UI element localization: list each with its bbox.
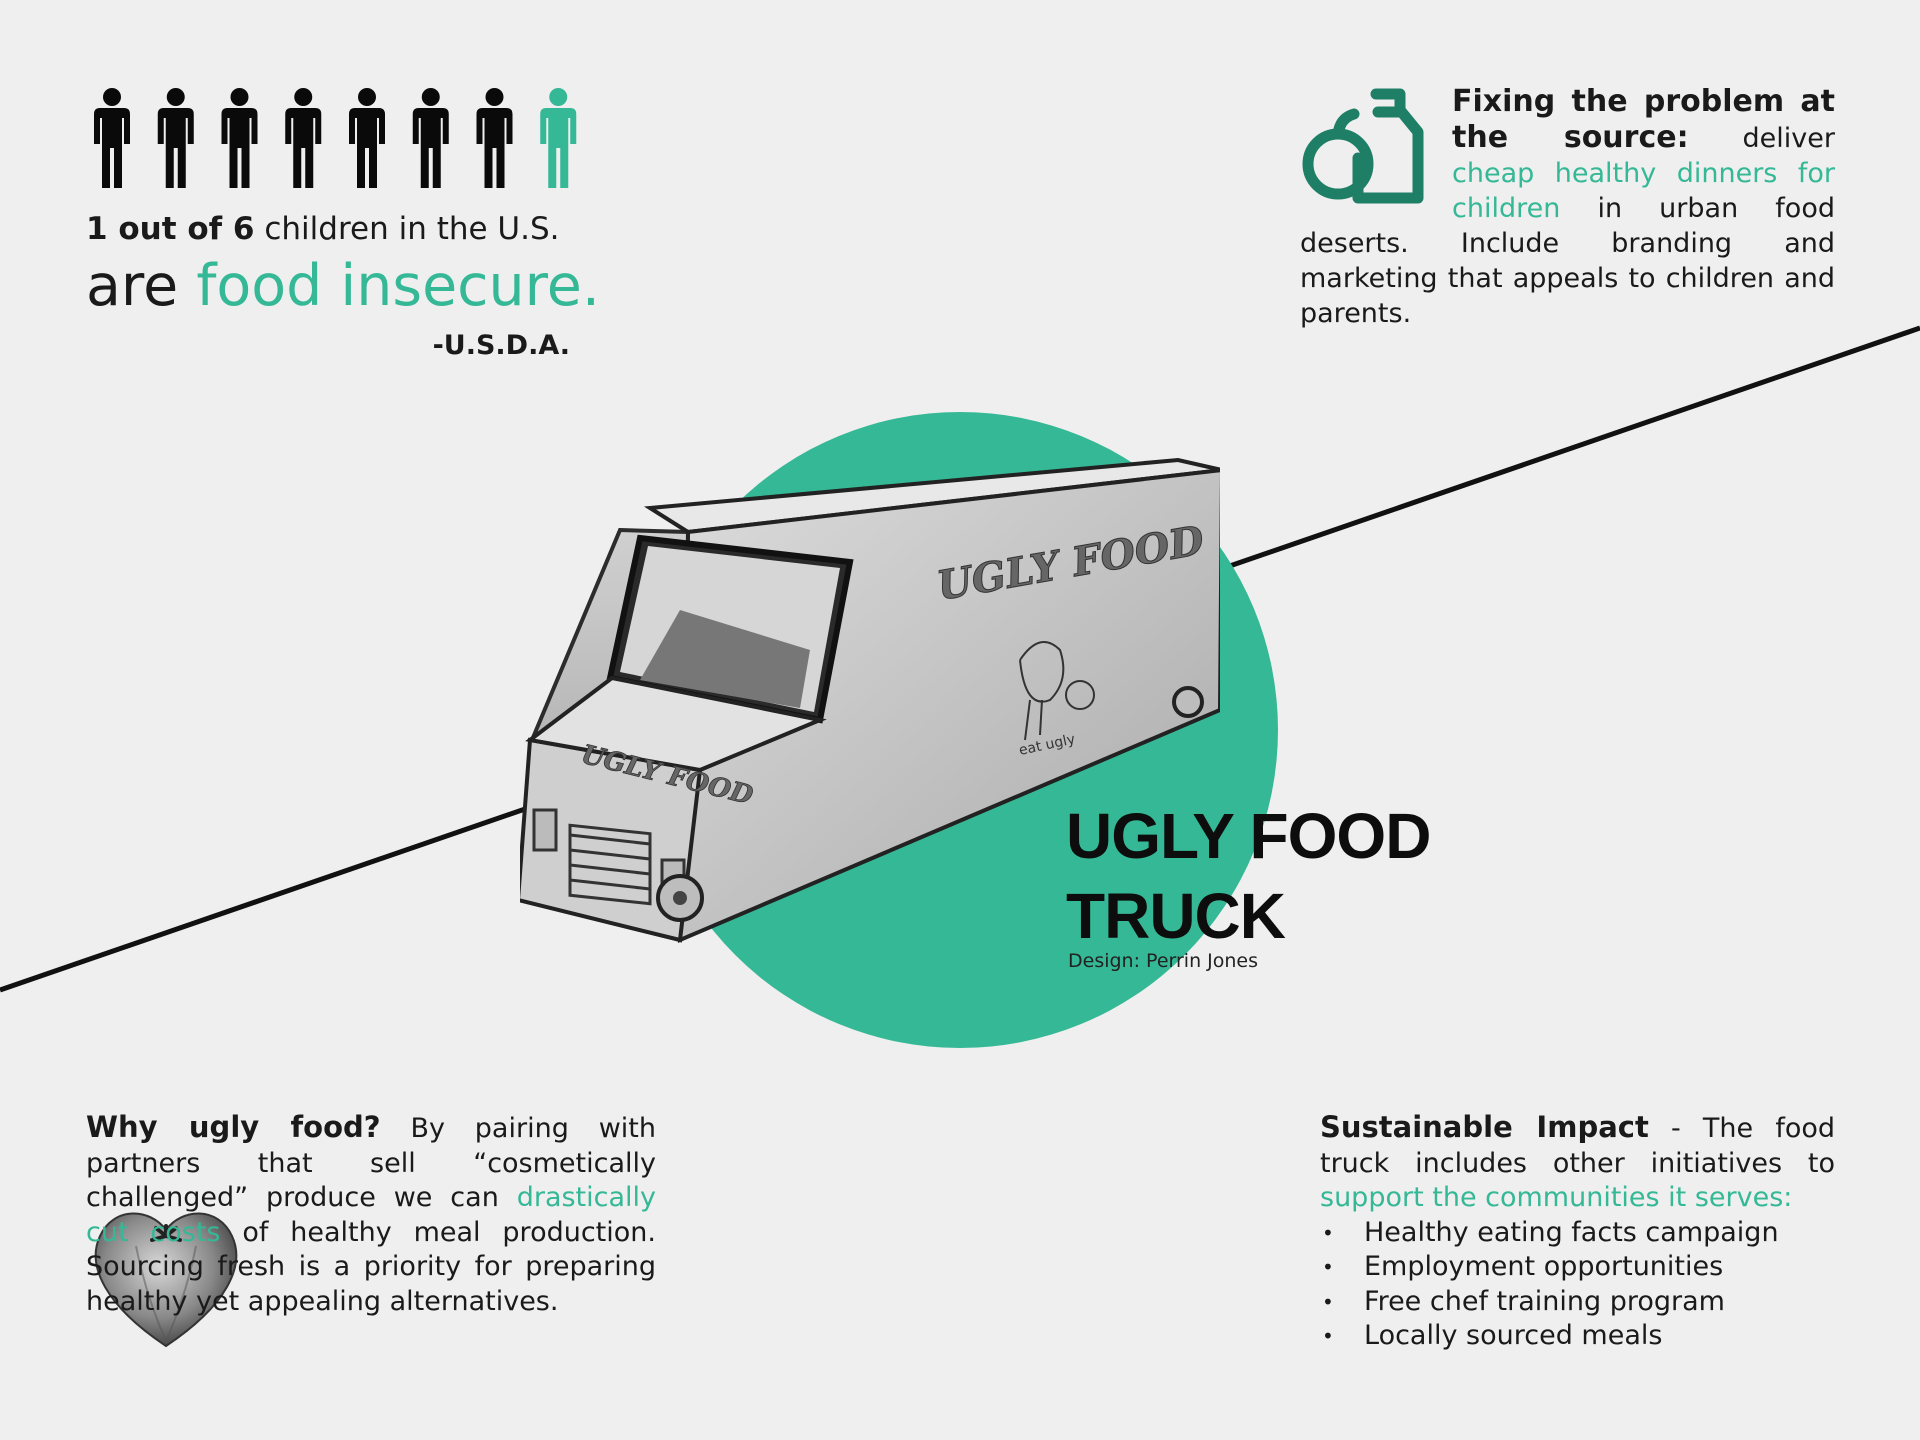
person-icon [221,88,258,188]
people-icon-row [94,88,577,188]
fixing-highlight: cheap healthy dinners for children [1452,158,1835,224]
fixing-heading: Fixing the problem at the source: [1452,84,1835,155]
truck-title: UGLY FOOD TRUCK [1066,796,1431,956]
sustainable-text-before: - The food truck includes other initiati… [1320,1113,1836,1179]
vegetable-sketch [1019,641,1095,741]
title-line-2: TRUCK [1066,880,1286,952]
person-highlighted-icon [540,88,577,188]
sustainable-impact-text: Sustainable Impact - The food truck incl… [1320,1110,1835,1354]
design-credit: Design: Perrin Jones [1068,950,1259,972]
why-highlight: drastically cut costs [86,1182,657,1248]
stat-bold: 1 out of 6 [86,211,255,247]
sustainable-heading: Sustainable Impact [1320,1110,1649,1144]
stat-rest: children in the U.S. [264,211,560,247]
title-line-1: UGLY FOOD [1066,800,1431,872]
heart-tomato-image [94,1212,238,1348]
food-insecurity-stat: 1 out of 6 children in the U.S. are food… [86,208,606,361]
list-item: Employment opportunities [1320,1250,1835,1285]
fixing-text-before: deliver [1742,123,1835,154]
list-item: Free chef training program [1320,1285,1835,1320]
why-heading: Why ugly food? [86,1110,381,1144]
person-icon [157,88,194,188]
person-icon [349,88,385,188]
sustainable-highlight: support the communities it serves: [1320,1182,1793,1213]
stat-highlight: food insecure. [196,253,600,319]
why-ugly-food-text: Why ugly food? By pairing with partners … [86,1110,656,1319]
why-text-after: of healthy meal production. Sourcing fre… [86,1216,656,1317]
person-icon [285,88,322,188]
initiatives-list: Healthy eating facts campaign Employment… [1320,1216,1835,1354]
stat-source: -U.S.D.A. [432,330,570,361]
list-item: Locally sourced meals [1320,1319,1835,1354]
list-item: Healthy eating facts campaign [1320,1216,1835,1251]
fixing-problem-text: Fixing the problem at the source: delive… [1300,84,1835,331]
stat-are: are [86,253,179,319]
person-icon [412,88,449,188]
person-icon [476,88,513,188]
fixing-text-after: in urban food deserts. Include branding … [1300,193,1835,329]
person-icon [94,88,130,188]
ugly-food-truck-image: UGLY FOOD UGLY FOOD eat ugly [520,457,1220,944]
apple-bottle-icon [1302,88,1424,204]
why-text-before: By pairing with partners that sell “cosm… [86,1113,656,1213]
